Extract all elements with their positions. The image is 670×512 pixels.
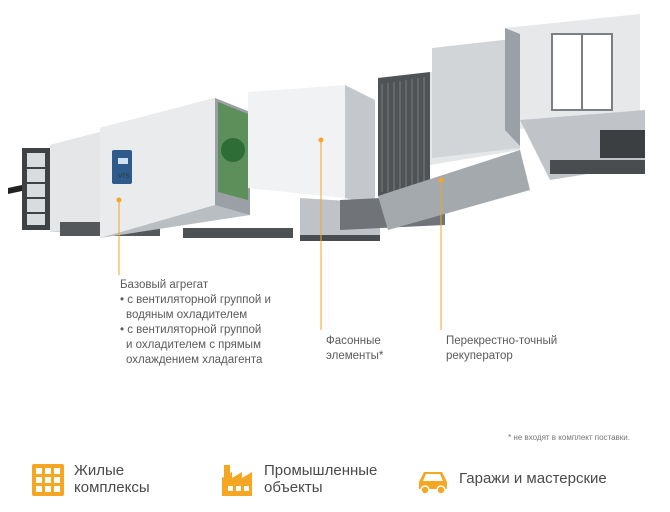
base-unit-label-line: охлаждением хладагента [126, 354, 263, 366]
category-residential-line: Жилые [74, 462, 125, 479]
category-residential-line: комплексы [74, 479, 150, 496]
damper-frame [8, 148, 50, 230]
category-garages-line: Гаражи и мастерские [459, 470, 607, 487]
shaped-elements-label-line: Фасонные [326, 335, 381, 347]
category-garages: Гаражи и мастерские [415, 462, 607, 498]
car-icon [419, 472, 447, 495]
base-unit-label-line: • с вентиляторной группой и [120, 294, 271, 306]
residential-building-icon [32, 464, 64, 496]
base-unit-label: Базовый агрегат • с вентиляторной группо… [120, 278, 271, 368]
ventilation-unit-illustration: VTS [8, 14, 645, 280]
footnote: * не входят в комплект поставки. [508, 433, 630, 442]
base-unit-label-line: Базовый агрегат [120, 279, 209, 291]
recuperator-label: Перекрестно-точный рекуператор [446, 334, 557, 364]
shaped-elements-label: Фасонные элементы* [326, 334, 383, 364]
base-unit-label-line: и охладителем с прямым [126, 339, 261, 351]
category-residential: Жилые комплексы [30, 462, 150, 498]
factory-icon [222, 465, 252, 496]
category-industrial: Промышленные объекты [220, 462, 377, 498]
recuperator-label-line: Перекрестно-точный [446, 335, 558, 347]
category-industrial-line: Промышленные [264, 462, 378, 479]
callout-lines [118, 140, 442, 280]
rear-filter-section [432, 14, 645, 180]
base-unit-label-line: водяным охладителем [126, 309, 248, 321]
callout-lines-lower [118, 270, 442, 330]
shaped-elements-label-line: элементы* [326, 350, 384, 362]
fan-group [218, 102, 248, 200]
base-unit-label-line: • с вентиляторной группой [120, 324, 262, 336]
callout-dots [116, 137, 444, 203]
category-industrial-line: объекты [264, 479, 323, 496]
recuperator-label-line: рекуператор [446, 350, 513, 362]
svg-text:VTS: VTS [118, 174, 130, 180]
